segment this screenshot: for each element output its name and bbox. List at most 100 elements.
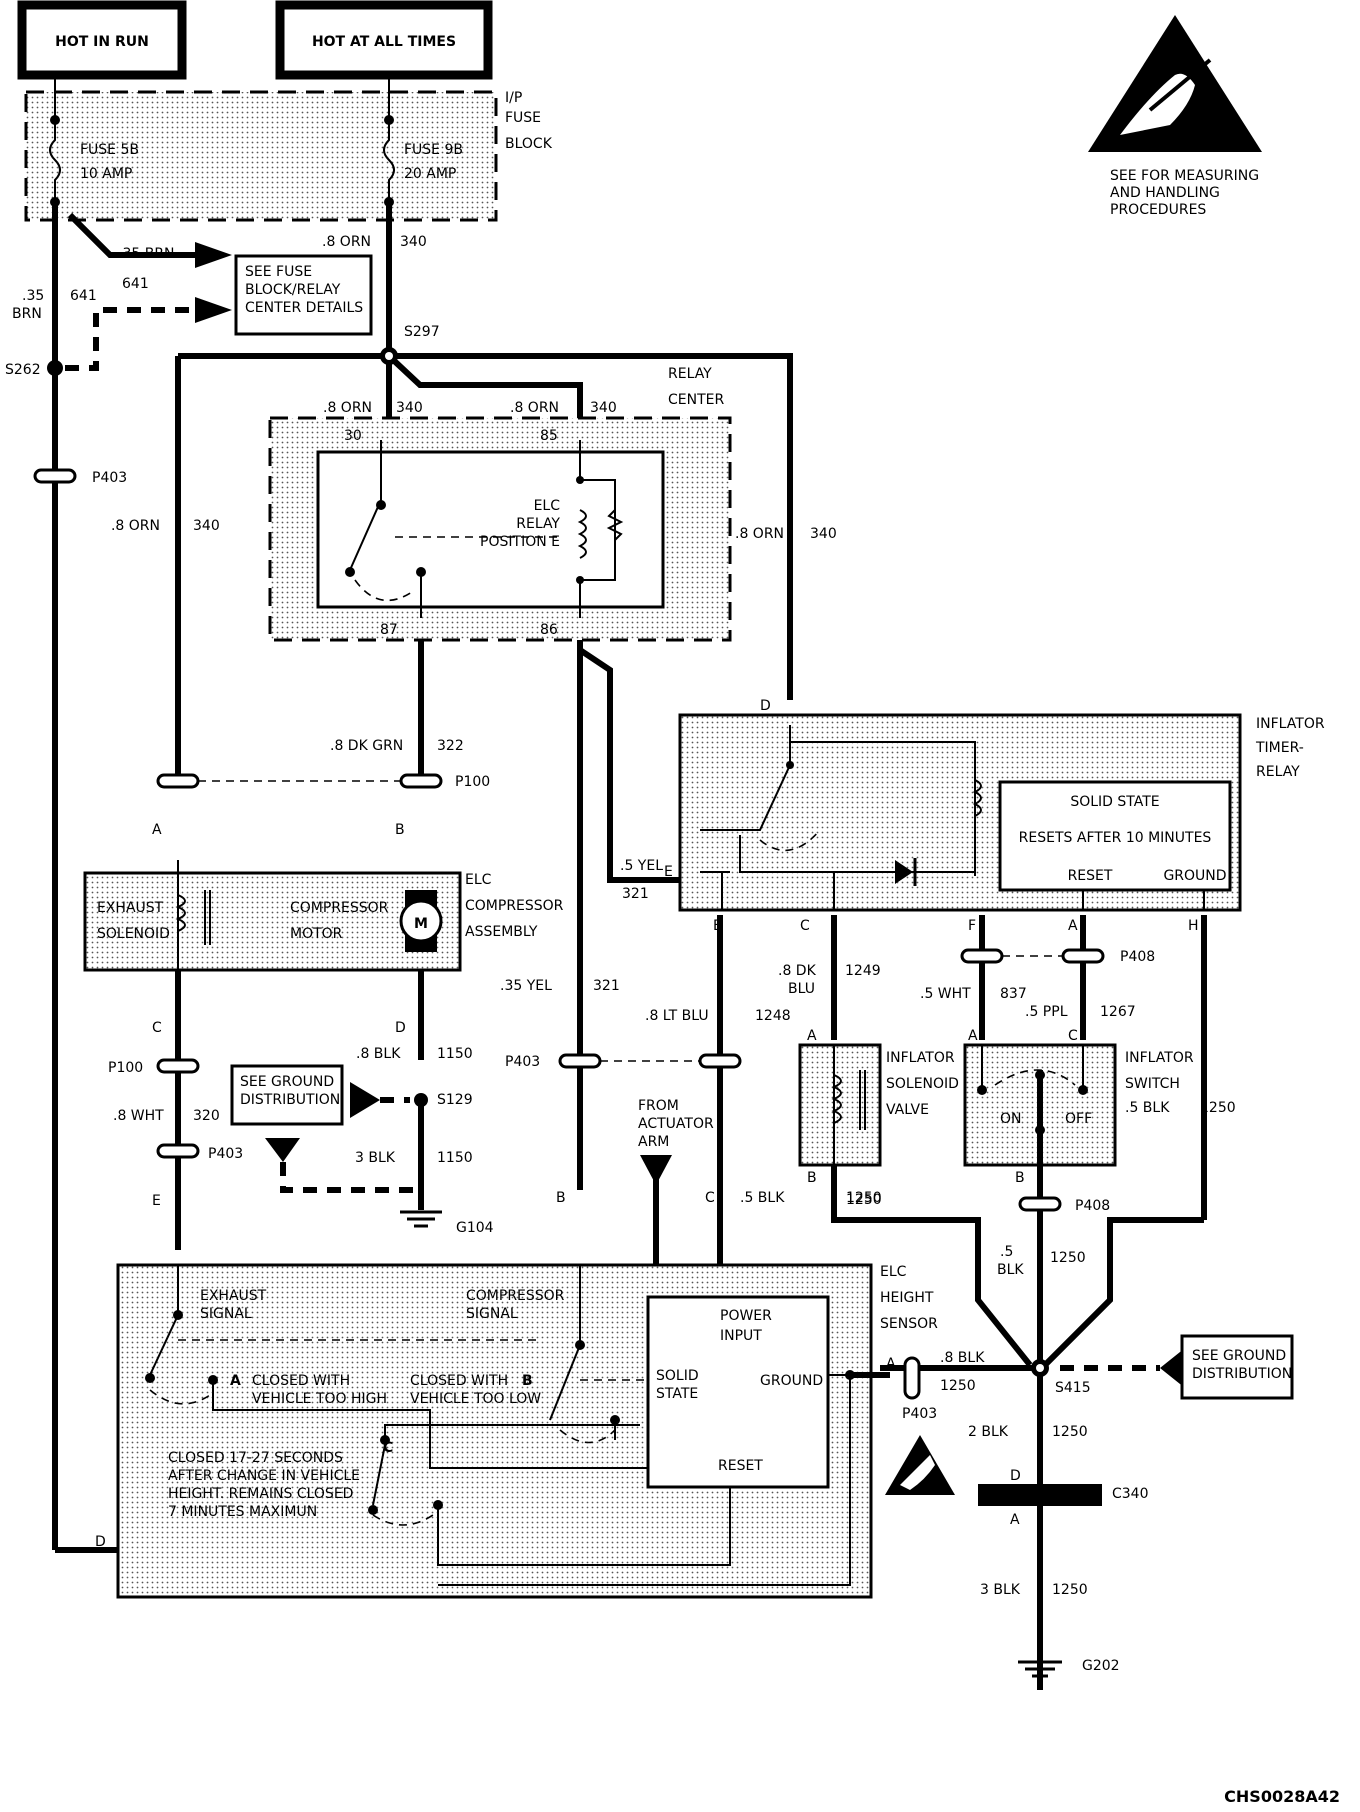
wire-label: .8 WHT: [113, 1108, 164, 1124]
wire-label: 320: [193, 1108, 220, 1124]
wire-label: 340: [810, 526, 837, 542]
g202-ground: G202: [1018, 1658, 1120, 1678]
closed-low-2: VEHICLE TOO LOW: [410, 1391, 541, 1407]
pin-b: B: [556, 1190, 566, 1206]
s262-splice: [47, 360, 63, 376]
power-label: POWER: [720, 1308, 772, 1324]
see-fuse-1: SEE FUSE: [245, 264, 312, 280]
closed-high-2: VEHICLE TOO HIGH: [252, 1391, 387, 1407]
esd-note-2: AND HANDLING: [1110, 185, 1220, 201]
reset-label: RESET: [1068, 868, 1113, 884]
relay-center-title-1: RELAY: [668, 366, 712, 382]
relay-coil-icon: [577, 509, 587, 559]
wire-label: BRN: [12, 306, 42, 322]
switch-title-1: INFLATOR: [1125, 1050, 1194, 1066]
valve-title-3: VALVE: [886, 1102, 929, 1118]
timer-relay-title-2: TIMER-: [1255, 740, 1304, 756]
wire-label: .35 BRN: [118, 246, 175, 262]
compressor-signal-1: COMPRESSOR: [466, 1288, 565, 1304]
wire-label: .8 BLK: [940, 1350, 985, 1366]
pin-a: A: [968, 1028, 978, 1044]
p408-connector-bottom: P408 .5 BLK 1250: [997, 1196, 1110, 1278]
wire-label: .5: [1000, 1244, 1013, 1260]
pin-30: 30: [344, 428, 362, 444]
closed-high-1: CLOSED WITH: [252, 1373, 350, 1389]
fuse-9b-symbol: [383, 78, 395, 200]
wire-label: 641: [70, 288, 97, 304]
motor-label: MOTOR: [290, 926, 343, 942]
elc-compressor-assembly: ELC COMPRESSOR ASSEMBLY EXHAUST SOLENOID…: [83, 860, 564, 1036]
pin-c: C: [705, 1190, 715, 1206]
state-label: STATE: [656, 1386, 698, 1402]
relay-center: RELAY CENTER .8 ORN 340 .8 ORN 340 30 85…: [111, 366, 837, 642]
hot-at-all-times-box: HOT AT ALL TIMES: [275, 0, 493, 80]
see-ground-2-1: SEE GROUND: [1192, 1348, 1286, 1364]
compressor-title-2: COMPRESSOR: [465, 898, 564, 914]
timer-coil-icon: [972, 779, 982, 817]
wire-label: 322: [437, 738, 464, 754]
solenoid-label: SOLENOID: [97, 926, 170, 942]
wire-label: 3 BLK: [980, 1582, 1021, 1598]
pin-e: E: [152, 1193, 161, 1209]
inflator-timer-relay: INFLATOR TIMER- RELAY D SOLID STATE RESE…: [664, 698, 1325, 934]
c340-connector: D C340 A 3 BLK 1250: [978, 1468, 1149, 1598]
wire-label: 837: [1000, 986, 1027, 1002]
wire-label: 1150: [437, 1150, 473, 1166]
wire-label: .5 PPL: [1025, 1004, 1068, 1020]
wire-label: 321: [593, 978, 620, 994]
wire-label: 340: [400, 234, 427, 250]
compressor-title-1: ELC: [465, 872, 492, 888]
wire-label: 1250: [1052, 1582, 1088, 1598]
s129-label: S129: [437, 1092, 473, 1108]
ground-label: GROUND: [760, 1373, 823, 1389]
figure-code: CHS0028A42: [1224, 1787, 1340, 1806]
wiring: [52, 202, 1207, 1690]
pin-a: A: [886, 1356, 896, 1372]
pin-85: 85: [540, 428, 558, 444]
wire-label: .5 BLK: [1125, 1100, 1170, 1116]
fuse-5b-amp: 10 AMP: [80, 166, 132, 182]
timer-note-2: AFTER CHANGE IN VEHICLE: [168, 1468, 360, 1484]
actuator-arm: FROM ACTUATOR ARM: [638, 1098, 714, 1185]
pin-a: A: [1068, 918, 1078, 934]
timer-note-1: CLOSED 17-27 SECONDS: [168, 1450, 343, 1466]
wire-label: .5 YEL: [620, 858, 663, 874]
wire-label: 1250: [1052, 1424, 1088, 1440]
see-ground-2: DISTRIBUTION: [240, 1092, 340, 1108]
wire-label: 1249: [845, 963, 881, 979]
wire-label: 1250: [940, 1378, 976, 1394]
inflator-solenoid-valve: INFLATOR SOLENOID VALVE A B 1250: [798, 1028, 959, 1208]
compressor-title-3: ASSEMBLY: [465, 924, 538, 940]
wire-label: 1250: [846, 1192, 882, 1208]
motor-m: M: [414, 916, 428, 932]
actuator-1: FROM: [638, 1098, 679, 1114]
wire-label: 641: [122, 276, 149, 292]
pin-b: B: [713, 918, 723, 934]
p403-label: P403: [208, 1146, 243, 1162]
esd-note-3: PROCEDURES: [1110, 202, 1206, 218]
exhaust-solenoid-coil-icon: [175, 894, 186, 932]
p100-label: P100: [455, 774, 490, 790]
exhaust-signal-2: SIGNAL: [200, 1306, 252, 1322]
wire-label: 340: [193, 518, 220, 534]
pin-b: B: [395, 822, 405, 838]
fuse-9b-amp: 20 AMP: [404, 166, 456, 182]
s262-label: S262: [5, 362, 41, 378]
wire-label: .35: [22, 288, 44, 304]
pin-87: 87: [380, 622, 398, 638]
resistor-icon: [606, 509, 624, 541]
elc-relay-2: RELAY: [516, 516, 560, 532]
wire-label: .35 YEL: [500, 978, 552, 994]
actuator-3: ARM: [638, 1134, 669, 1150]
resets-label: RESETS AFTER 10 MINUTES: [1019, 830, 1212, 846]
closed-low-1: CLOSED WITH: [410, 1373, 508, 1389]
wire-label: .5 BLK: [740, 1190, 785, 1206]
wire-label: 1250: [846, 1190, 882, 1206]
wire-label: .5 WHT: [920, 986, 971, 1002]
valve-coil-icon: [831, 1074, 842, 1124]
esd-warning-icon: [1088, 15, 1262, 152]
solid-label: SOLID: [656, 1368, 699, 1384]
s415-label: S415: [1055, 1380, 1091, 1396]
pin-a: A: [152, 822, 162, 838]
p403-connector-top: P403: [33, 468, 127, 486]
